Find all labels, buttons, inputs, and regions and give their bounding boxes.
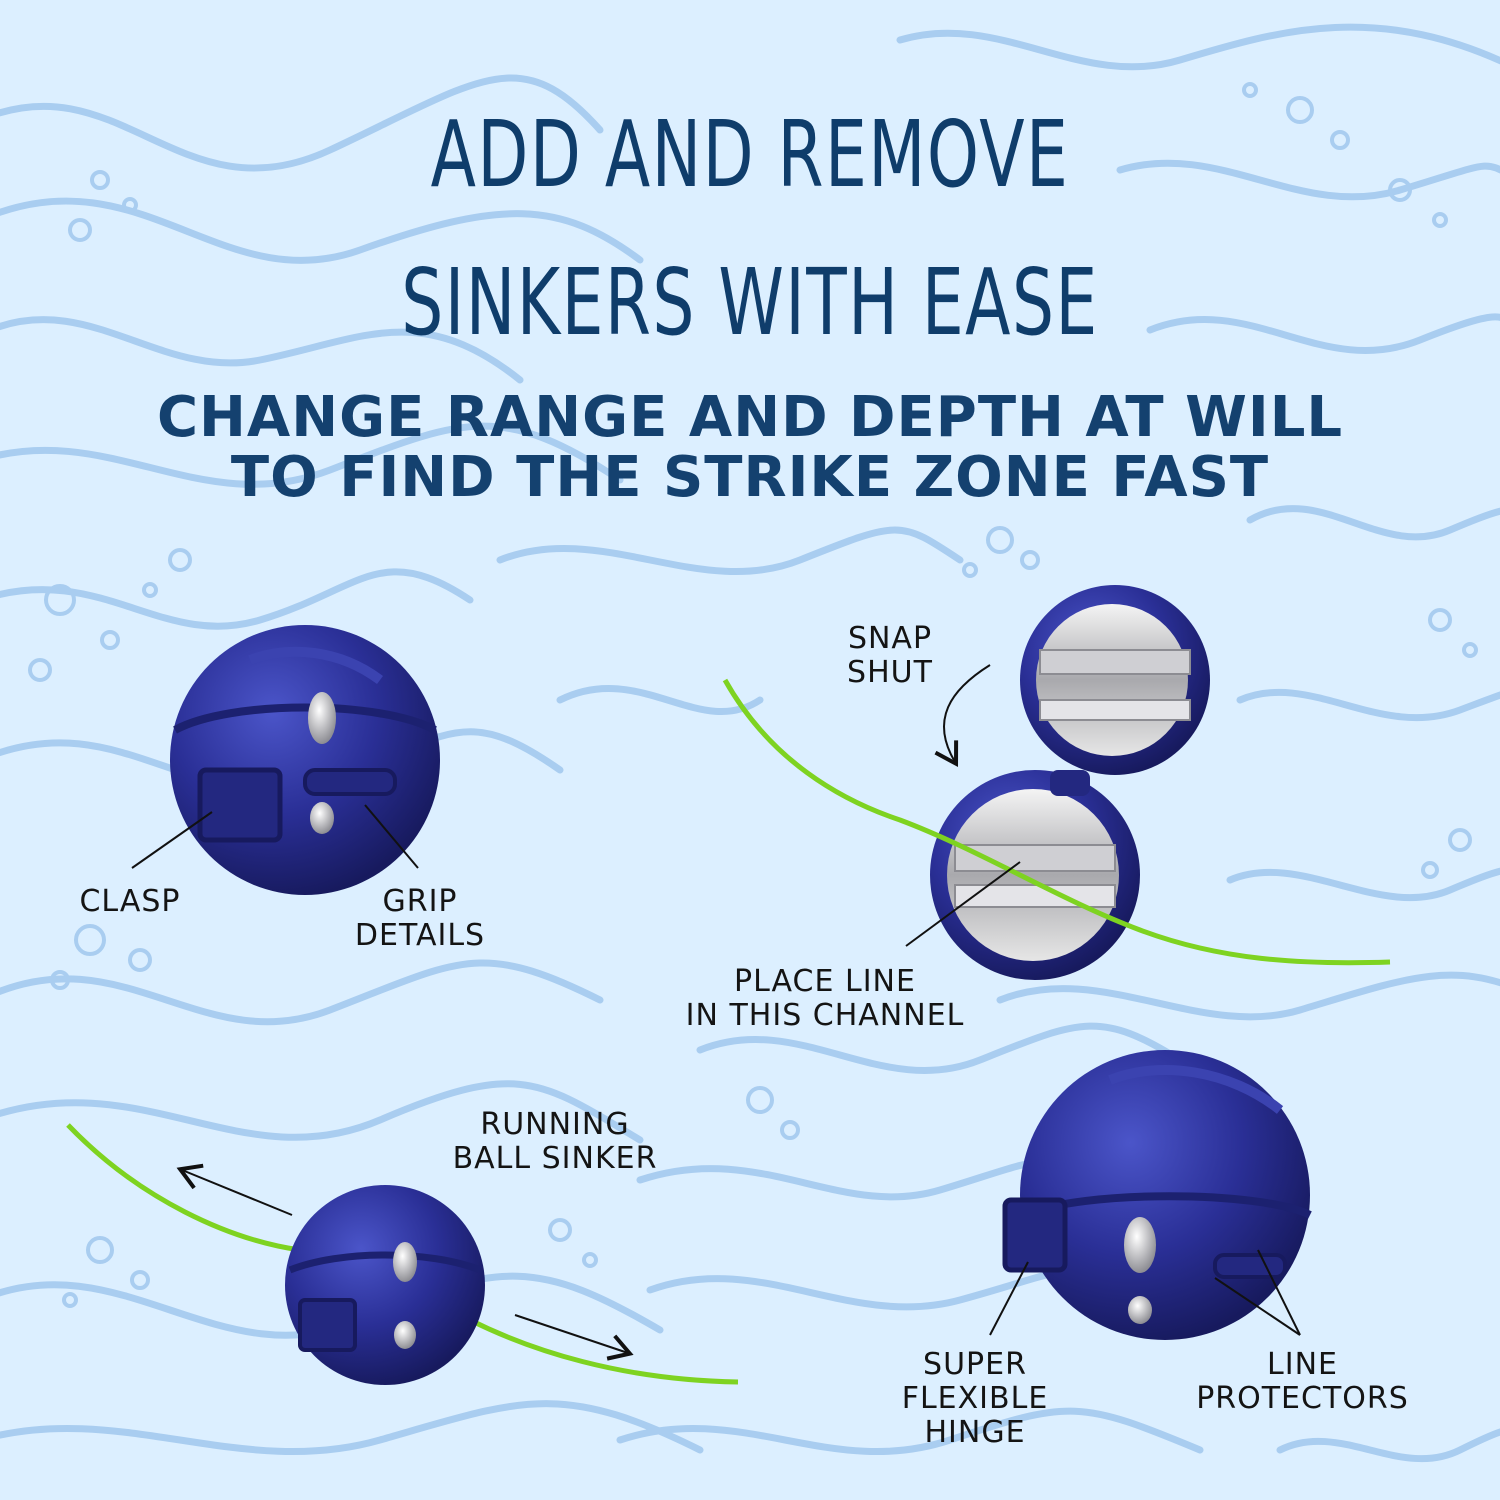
callout-channel-line-2: IN THIS CHANNEL (685, 998, 965, 1033)
callout-protect-line-1: LINE (1267, 1347, 1338, 1382)
callout-grip-details: GRIP DETAILS (330, 885, 510, 953)
callout-clasp-text: CLASP (79, 884, 181, 919)
callout-place-line: PLACE LINE IN THIS CHANNEL (640, 965, 1010, 1033)
callout-super-flexible-hinge: SUPER FLEXIBLE HINGE (875, 1348, 1075, 1450)
callout-snap-line-1: SNAP (847, 621, 933, 656)
bubble-pattern (28, 82, 1478, 1308)
callout-hinge-line-1: SUPER (923, 1347, 1027, 1382)
subheadline-line-1: CHANGE RANGE AND DEPTH AT WILL (156, 385, 1344, 450)
callout-line-protectors: LINE PROTECTORS (1170, 1348, 1435, 1416)
sinker-open-top-right (930, 585, 1210, 980)
callout-running-line-1: RUNNING (480, 1107, 630, 1142)
headline-line-1: ADD AND REMOVE (430, 101, 1070, 208)
callout-running-line-2: BALL SINKER (452, 1141, 658, 1176)
callout-clasp: CLASP (55, 885, 205, 919)
fishing-line-top (722, 678, 1391, 966)
callout-leaders (131, 664, 1301, 1361)
headline-line-2: SINKERS WITH EASE (401, 249, 1099, 356)
sinker-running-bottom-left (285, 1185, 485, 1385)
callout-channel-line-1: PLACE LINE (734, 964, 916, 999)
sinker-closed-bottom-right (1002, 1050, 1312, 1340)
callout-hinge-line-2: FLEXIBLE (901, 1381, 1049, 1416)
callout-grip-line-1: GRIP (382, 884, 458, 919)
sinker-closed-top-left (170, 625, 440, 895)
callout-hinge-line-3: HINGE (924, 1415, 1026, 1450)
fishing-line-bottom-left (66, 1123, 739, 1385)
callout-snap-shut: SNAP SHUT (815, 622, 965, 690)
callout-snap-line-2: SHUT (847, 655, 933, 690)
subheadline-line-2: TO FIND THE STRIKE ZONE FAST (230, 445, 1270, 510)
callout-running-ball-sinker: RUNNING BALL SINKER (430, 1108, 680, 1176)
callout-protect-line-2: PROTECTORS (1196, 1381, 1409, 1416)
callout-grip-line-2: DETAILS (354, 918, 486, 953)
